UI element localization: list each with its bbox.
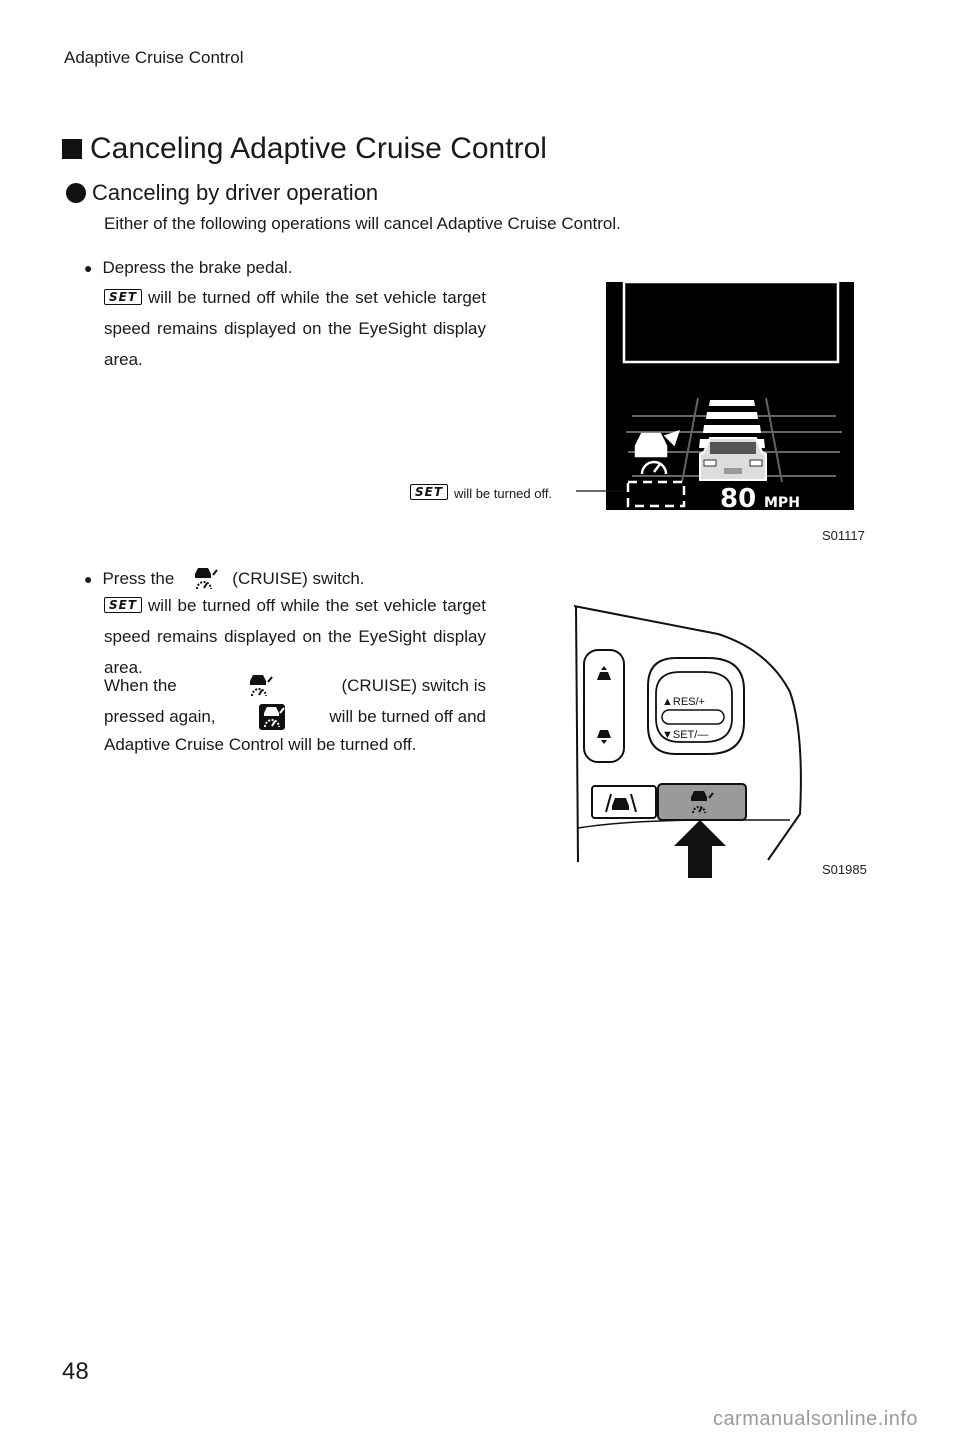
pressed-post-text: will be turned off and	[329, 707, 486, 726]
res-label: ▲RES/+	[662, 696, 705, 708]
cruise-button[interactable]	[657, 783, 747, 821]
set-indicator-icon: SET	[104, 597, 143, 613]
section-title: Canceling Adaptive Cruise Control	[62, 132, 547, 166]
section-subtitle-text: Canceling by driver operation	[92, 180, 379, 205]
figure1-callout: SET will be turned off.	[410, 484, 552, 501]
pressed-line: pressed again, will be turned off and	[104, 704, 486, 730]
when-post-text: (CRUISE) switch is	[341, 676, 486, 695]
target-speed-value: 80	[720, 484, 756, 514]
cruise-switch-icon	[195, 568, 219, 590]
set-indicator-area	[626, 480, 686, 508]
eyesight-display-figure: 80 MPH	[606, 282, 854, 514]
cruise-indicator-icon	[259, 704, 286, 730]
leading-car-icon	[699, 437, 767, 481]
bullet-brake-desc-text: will be turned off while the set vehicle…	[104, 288, 486, 369]
figure1-callout-text: will be turned off.	[454, 486, 553, 501]
callout-leader-line	[576, 490, 624, 492]
display-upper-area	[622, 282, 840, 364]
target-speed-unit: MPH	[764, 495, 800, 511]
cruise-switch-icon	[691, 791, 714, 814]
running-head: Adaptive Cruise Control	[64, 48, 244, 67]
bullet-cruise: ● Press the (CRUISE) switch.	[84, 566, 365, 592]
circle-bullet-icon	[66, 183, 86, 203]
set-label: ▼SET/—	[662, 729, 708, 741]
intro-text: Either of the following operations will …	[104, 214, 621, 233]
cruise-status-icon	[634, 430, 680, 475]
bullet-brake-text: Depress the brake pedal.	[102, 258, 293, 277]
square-bullet-icon	[62, 139, 82, 159]
figure1-code: S01117	[822, 528, 865, 543]
steering-switch-figure: ▲RES/+ ▼SET/—	[573, 605, 802, 878]
bullet-cruise-pre: Press the	[102, 569, 175, 588]
distance-icon	[597, 666, 611, 744]
wheel-panel-outline	[573, 605, 802, 861]
cruise-switch-icon	[250, 675, 273, 697]
set-indicator-icon: SET	[104, 289, 143, 305]
bullet-brake: ● Depress the brake pedal.	[84, 258, 292, 278]
bullet-dot-icon: ●	[84, 571, 93, 587]
gap-rocker-switch[interactable]	[583, 649, 625, 763]
last-line: Adaptive Cruise Control will be turned o…	[104, 735, 417, 754]
when-line: When the (CRUISE) switch is	[104, 673, 486, 699]
lane-icon	[605, 793, 637, 813]
bullet-cruise-desc-text: will be turned off while the set vehicle…	[104, 596, 486, 677]
when-pre-text: When the	[104, 676, 177, 695]
pressed-pre-text: pressed again,	[104, 707, 216, 726]
bullet-dot-icon: ●	[84, 260, 93, 276]
page-number: 48	[62, 1358, 89, 1385]
bullet-cruise-post: (CRUISE) switch.	[232, 569, 365, 588]
press-arrow	[674, 820, 726, 878]
figure2-code: S01985	[822, 862, 867, 877]
section-subtitle: Canceling by driver operation	[66, 180, 378, 206]
set-indicator-icon: SET	[410, 484, 449, 500]
section-title-text: Canceling Adaptive Cruise Control	[90, 132, 547, 165]
watermark: carmanualsonline.info	[712, 1408, 918, 1430]
